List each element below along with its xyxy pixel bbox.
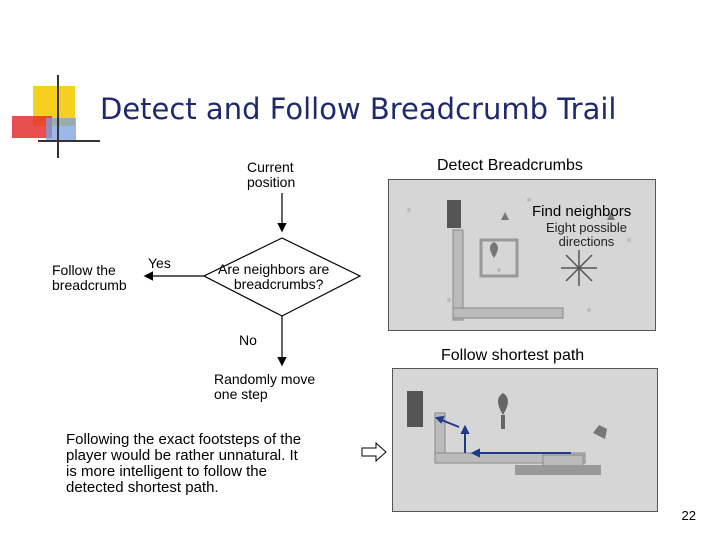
explanation-note: Following the exact footsteps of the pla…	[66, 431, 302, 496]
follow-breadcrumb-label: Follow the breadcrumb	[52, 262, 127, 293]
game-map-image	[389, 180, 655, 330]
current-position-label: Current position	[247, 159, 296, 190]
find-neighbors-label: Find neighbors	[532, 203, 632, 220]
game-map-path-image	[393, 369, 657, 511]
decision-label: Are neighbors are breadcrumbs?	[218, 261, 330, 292]
yes-label: Yes	[148, 255, 171, 271]
detect-breadcrumbs-screenshot	[388, 179, 656, 331]
shortest-path-screenshot	[392, 368, 658, 512]
detect-breadcrumbs-header: Detect Breadcrumbs	[437, 157, 583, 174]
random-move-label: Randomly move one step	[214, 371, 316, 402]
eight-direction-arrows-icon	[561, 250, 597, 286]
follow-shortest-path-header: Follow shortest path	[441, 347, 585, 364]
page-number: 22	[681, 508, 696, 523]
flowchart-lines	[143, 193, 362, 367]
eight-directions-label: Eight possible directions	[546, 220, 627, 249]
shortest-path-arrows	[434, 415, 571, 458]
right-arrow-icon	[361, 441, 387, 463]
slide-title: Detect and Follow Breadcrumb Trail	[100, 92, 617, 126]
no-label: No	[239, 332, 257, 348]
corner-decoration	[12, 75, 100, 158]
